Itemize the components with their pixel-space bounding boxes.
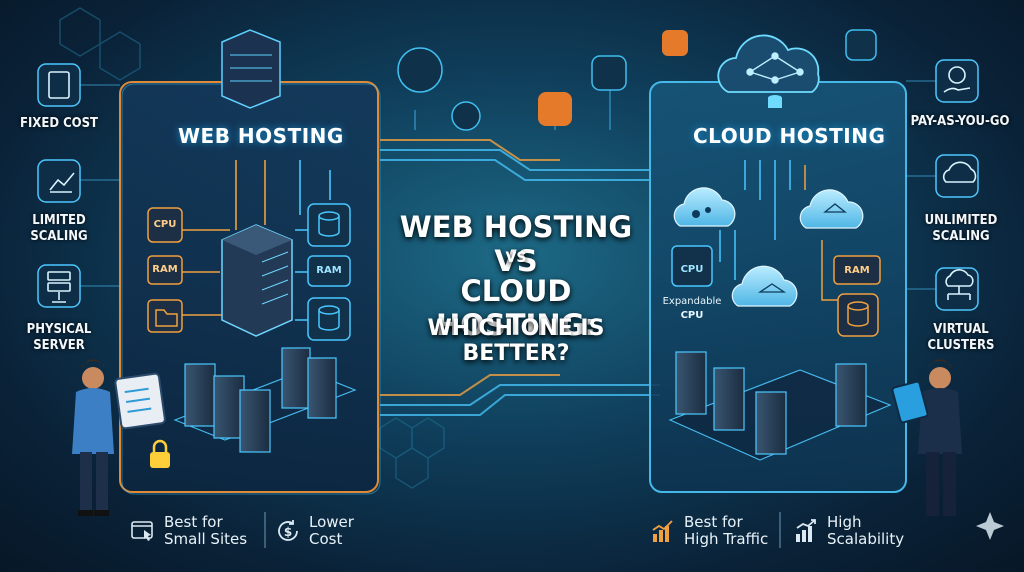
footer-high-traffic-line1: Best for: [684, 513, 743, 531]
feature-limited-scaling: LIMITED SCALING: [30, 213, 88, 244]
footer-high-traffic-line2: High Traffic: [684, 530, 769, 548]
footer-high-scalability-line1: High: [827, 513, 862, 531]
cloud-cpu-chip-label: CPU: [680, 264, 704, 275]
feature-pay-as-you-go: PAY-AS-YOU-GO: [910, 114, 1010, 129]
web-ram-chip-label: RAM: [152, 264, 178, 275]
feature-unlimited-scaling: UNLIMITED SCALING: [924, 213, 998, 244]
web-cpu-chip-label: CPU: [153, 219, 177, 230]
bar-chart-icon: [652, 520, 673, 542]
headline-line-1: WEB HOSTING VS: [399, 210, 633, 278]
footer-high-scalability: High Scalability: [793, 514, 904, 548]
growth-chart-icon: [796, 519, 816, 542]
browser-cursor-icon: [131, 521, 153, 541]
headline-vs: VS: [505, 250, 527, 266]
footer-lower-cost: $ Lower Cost: [275, 514, 354, 548]
web-hosting-title: WEB HOSTING: [178, 124, 344, 148]
svg-text:$: $: [284, 525, 292, 539]
footer-high-scalability-line2: Scalability: [827, 530, 905, 548]
headline-line-4: WHICH ONE IS BETTER?: [427, 316, 605, 366]
footer-lower-cost-line1: Lower: [309, 513, 354, 531]
headline-line-3: CLOUD HOSTING:: [435, 274, 597, 342]
feature-virtual-clusters: VIRTUAL CLUSTERS: [927, 322, 995, 353]
web-ram-chip-label-2: RAM: [316, 265, 342, 276]
footer-best-high-traffic: Best for High Traffic: [650, 514, 768, 548]
cloud-hosting-title: CLOUD HOSTING: [693, 124, 886, 148]
dollar-cycle-icon: $: [278, 520, 298, 541]
feature-physical-server: PHYSICAL SERVER: [26, 322, 92, 353]
footer-small-sites-line1: Best for: [164, 513, 223, 531]
footer-small-sites-line2: Small Sites: [164, 530, 248, 548]
footer-lower-cost-line2: Cost: [309, 530, 343, 548]
cloud-ram-chip-label: RAM: [844, 265, 870, 276]
cloud-expandable-label: Expandable: [662, 296, 722, 307]
footer-best-small-sites: Best for Small Sites: [130, 514, 247, 548]
cloud-expandable-cpu-label: CPU: [680, 310, 704, 321]
feature-fixed-cost: FIXED COST: [19, 116, 99, 131]
